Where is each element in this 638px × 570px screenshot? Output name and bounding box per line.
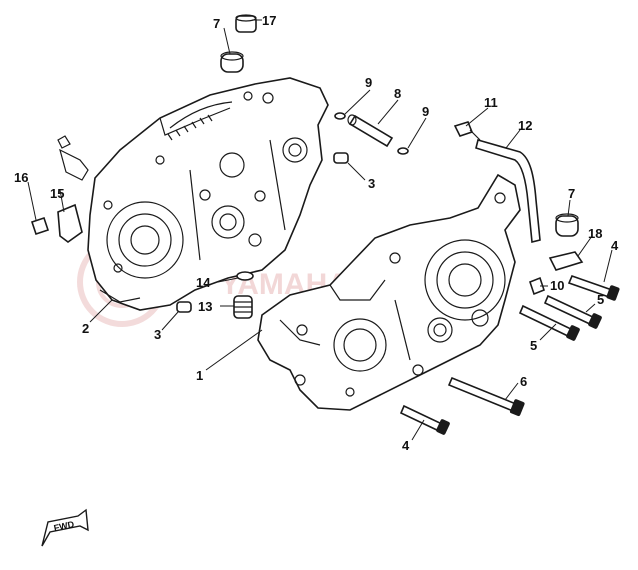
callout-9-right: 9 [422, 104, 429, 119]
part-7-right-bushing [555, 213, 579, 237]
callout-7-right: 7 [568, 186, 575, 201]
callout-8: 8 [394, 86, 401, 101]
callout-9-left: 9 [365, 75, 372, 90]
part-7-upper-bushing [220, 51, 244, 73]
callout-5-upper: 5 [597, 292, 604, 307]
callout-11: 11 [484, 95, 498, 110]
callout-1: 1 [196, 368, 203, 383]
callout-18: 18 [588, 226, 602, 241]
callout-2: 2 [82, 321, 89, 336]
part-16-bolt [30, 135, 71, 236]
part-12-breather-hose [475, 139, 541, 244]
part-18-clip [548, 251, 584, 271]
part-5-bolt-lower [518, 304, 580, 341]
callout-10: 10 [550, 278, 564, 293]
part-17-cap [235, 14, 257, 33]
part-5-bolt-upper [543, 294, 602, 329]
part-3-dowel-upper [333, 152, 349, 164]
part-11-fitting [453, 121, 481, 141]
part-6-long-bolt [447, 376, 525, 417]
callout-12: 12 [518, 118, 532, 133]
part-15-plate [57, 148, 89, 243]
callout-5-lower: 5 [530, 338, 537, 353]
part-3-dowel-lower [176, 301, 192, 313]
callout-3-upper: 3 [368, 176, 375, 191]
part-10-clip [529, 276, 545, 296]
left-crankcase-half [87, 77, 329, 311]
callout-3-lower: 3 [154, 327, 161, 342]
part-4-bolt-lower [399, 404, 450, 435]
part-9-oring-b [397, 147, 409, 155]
part-8-pipe [347, 114, 394, 148]
right-crankcase-half [257, 173, 521, 411]
callout-4-right: 4 [611, 238, 619, 253]
leader-lines [27, 19, 613, 441]
callout-6: 6 [520, 374, 527, 389]
callout-4-lower: 4 [402, 438, 410, 453]
part-13-spring [233, 295, 253, 319]
callout-17: 17 [262, 13, 276, 28]
callout-15: 15 [50, 186, 64, 201]
part-9-oring-a [334, 112, 346, 120]
part-14-washer [236, 271, 254, 281]
callout-labels: 7 17 9 8 9 11 12 3 7 18 4 10 5 5 6 4 1 1… [14, 13, 619, 453]
fwd-label: FWD [53, 519, 76, 533]
part-4-bolt-right [567, 274, 620, 301]
fwd-arrow: FWD [41, 508, 89, 547]
callout-14: 14 [196, 275, 211, 290]
callout-7-upper: 7 [213, 16, 220, 31]
callout-13: 13 [198, 299, 212, 314]
callout-16: 16 [14, 170, 28, 185]
